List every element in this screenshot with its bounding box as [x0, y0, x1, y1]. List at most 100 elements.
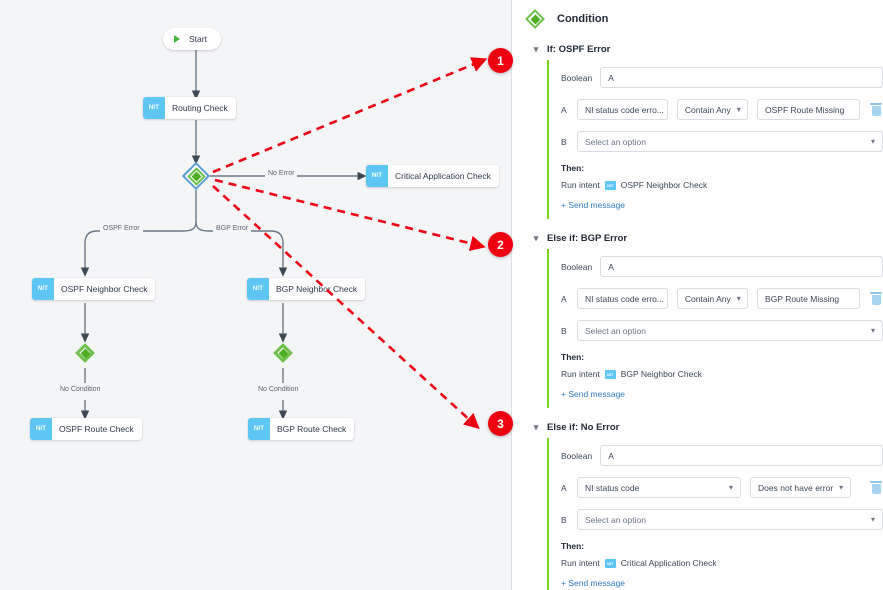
node-ospf-route-check[interactable]: NIT OSPF Route Check	[30, 418, 142, 440]
run-intent-row[interactable]: Run intent NIT Critical Application Chec…	[561, 558, 883, 568]
edge-label-no-condition-right: No Condition	[255, 386, 302, 393]
condition-branch-header[interactable]: ▾ Else if: BGP Error	[530, 227, 883, 249]
send-message-link[interactable]: + Send message	[561, 200, 626, 210]
condition-branch-body: Boolean A A NI status code erro...▾ Cont…	[547, 60, 883, 219]
edge-label-no-condition-left: No Condition	[57, 386, 104, 393]
flow-canvas[interactable]: Start NIT Routing Check No Error NIT Cri…	[0, 0, 512, 590]
condition-branch-title: Else if: BGP Error	[547, 232, 628, 244]
operand-a-label: A	[561, 293, 567, 304]
node-bgp-neighbor-check-label: BGP Neighbor Check	[276, 284, 358, 294]
boolean-label: Boolean	[561, 261, 593, 272]
run-intent-row[interactable]: Run intent NIT OSPF Neighbor Check	[561, 180, 883, 190]
trash-icon[interactable]	[869, 480, 883, 496]
operand-a-variable-select[interactable]: NI status code erro...▾	[577, 288, 668, 309]
annotation-marker-1: 1	[488, 48, 513, 73]
trash-icon[interactable]	[869, 102, 883, 118]
edge-label-bgp-error: BGP Error	[213, 225, 252, 232]
node-condition-diamond-selected[interactable]	[181, 161, 211, 191]
operand-b-label: B	[561, 514, 567, 525]
operand-b-select[interactable]: Select an option▾	[577, 320, 883, 341]
node-bgp-route-check-label: BGP Route Check	[277, 424, 347, 434]
then-label: Then:	[561, 163, 585, 173]
node-bgp-neighbor-check[interactable]: NIT BGP Neighbor Check	[247, 278, 366, 300]
condition-branch-header[interactable]: ▾ If: OSPF Error	[530, 38, 883, 60]
node-ospf-neighbor-check-label: OSPF Neighbor Check	[61, 284, 148, 294]
operand-b-label: B	[561, 325, 567, 336]
operand-a-row: A NI status code erro...▾ Contain Any▾ O…	[561, 99, 883, 120]
chevron-down-icon: ▾	[729, 483, 734, 492]
nit-badge-icon: NIT	[247, 278, 269, 300]
panel-header: Condition	[513, 0, 883, 38]
chevron-down-icon: ▾	[839, 483, 844, 492]
operand-b-select[interactable]: Select an option▾	[577, 509, 883, 530]
chevron-down-icon: ▾	[736, 294, 741, 303]
send-message-link[interactable]: + Send message	[561, 389, 626, 399]
operand-a-operator-select[interactable]: Contain Any▾	[676, 99, 749, 120]
operand-a-value-input[interactable]: BGP Route Missing	[757, 288, 860, 309]
annotation-marker-2: 2	[488, 232, 513, 257]
condition-branch-else-if-no-error: ▾ Else if: No Error Boolean A A NI statu…	[513, 416, 883, 590]
node-critical-application-check-label: Critical Application Check	[395, 171, 491, 181]
nit-badge-icon: NIT	[366, 165, 388, 187]
operand-a-operator-select[interactable]: Contain Any▾	[676, 288, 749, 309]
condition-branch-if: ▾ If: OSPF Error Boolean A A NI status c…	[513, 38, 883, 219]
operand-a-value-input[interactable]: OSPF Route Missing	[757, 99, 860, 120]
node-ospf-route-check-label: OSPF Route Check	[59, 424, 134, 434]
then-label: Then:	[561, 541, 585, 551]
nit-badge-icon: NIT	[32, 278, 54, 300]
operand-b-row: B Select an option▾	[561, 131, 883, 152]
boolean-label: Boolean	[561, 72, 593, 83]
boolean-label: Boolean	[561, 450, 593, 461]
chevron-down-icon: ▾	[870, 515, 875, 524]
nit-badge-icon: NIT	[143, 97, 165, 119]
node-start[interactable]: Start	[163, 28, 221, 50]
chevron-down-icon[interactable]: ▾	[533, 43, 539, 54]
node-condition-diamond-left[interactable]	[72, 340, 98, 366]
run-intent-name: BGP Neighbor Check	[620, 369, 702, 379]
condition-branch-body: Boolean A A NI status code erro...▾ Cont…	[547, 249, 883, 408]
operand-a-variable-select[interactable]: NI status code▾	[577, 477, 742, 498]
then-label: Then:	[561, 352, 585, 362]
operand-b-select[interactable]: Select an option▾	[577, 131, 883, 152]
run-intent-row[interactable]: Run intent NIT BGP Neighbor Check	[561, 369, 883, 379]
run-intent-prefix: Run intent	[561, 369, 600, 379]
operand-b-row: B Select an option▾	[561, 509, 883, 530]
chevron-down-icon: ▾	[870, 137, 875, 146]
run-intent-name: Critical Application Check	[620, 558, 717, 568]
operand-b-row: B Select an option▾	[561, 320, 883, 341]
page-title: Condition	[557, 13, 609, 25]
boolean-row: Boolean A	[561, 256, 883, 277]
node-routing-check[interactable]: NIT Routing Check	[143, 97, 236, 119]
nit-badge-icon: NIT	[604, 369, 616, 379]
nit-badge-icon: NIT	[604, 180, 616, 190]
operand-a-operator-select[interactable]: Does not have error▾	[750, 477, 851, 498]
node-critical-application-check[interactable]: NIT Critical Application Check	[366, 165, 499, 187]
play-icon	[174, 35, 180, 43]
nit-badge-icon: NIT	[30, 418, 52, 440]
boolean-row: Boolean A	[561, 67, 883, 88]
chevron-down-icon[interactable]: ▾	[533, 421, 539, 432]
boolean-input[interactable]: A	[600, 445, 883, 466]
node-bgp-route-check[interactable]: NIT BGP Route Check	[248, 418, 355, 440]
trash-icon[interactable]	[869, 291, 883, 307]
operand-a-variable-select[interactable]: NI status code erro...▾	[577, 99, 668, 120]
run-intent-name: OSPF Neighbor Check	[620, 180, 708, 190]
condition-properties-panel: Condition ▾ If: OSPF Error Boolean A A N…	[513, 0, 883, 590]
chevron-down-icon[interactable]: ▾	[533, 232, 539, 243]
condition-branch-header[interactable]: ▾ Else if: No Error	[530, 416, 883, 438]
annotation-marker-3: 3	[488, 411, 513, 436]
run-intent-prefix: Run intent	[561, 180, 600, 190]
condition-branch-title: If: OSPF Error	[547, 43, 611, 55]
condition-branch-body: Boolean A A NI status code▾ Does not hav…	[547, 438, 883, 590]
edge-label-ospf-error: OSPF Error	[100, 225, 143, 232]
node-condition-diamond-right[interactable]	[270, 340, 296, 366]
boolean-input[interactable]: A	[600, 256, 883, 277]
node-ospf-neighbor-check[interactable]: NIT OSPF Neighbor Check	[32, 278, 156, 300]
send-message-link[interactable]: + Send message	[561, 578, 626, 588]
operand-a-label: A	[561, 104, 567, 115]
chevron-down-icon: ▾	[870, 326, 875, 335]
operand-a-row: A NI status code▾ Does not have error▾	[561, 477, 883, 498]
operand-a-label: A	[561, 482, 567, 493]
boolean-input[interactable]: A	[600, 67, 883, 88]
